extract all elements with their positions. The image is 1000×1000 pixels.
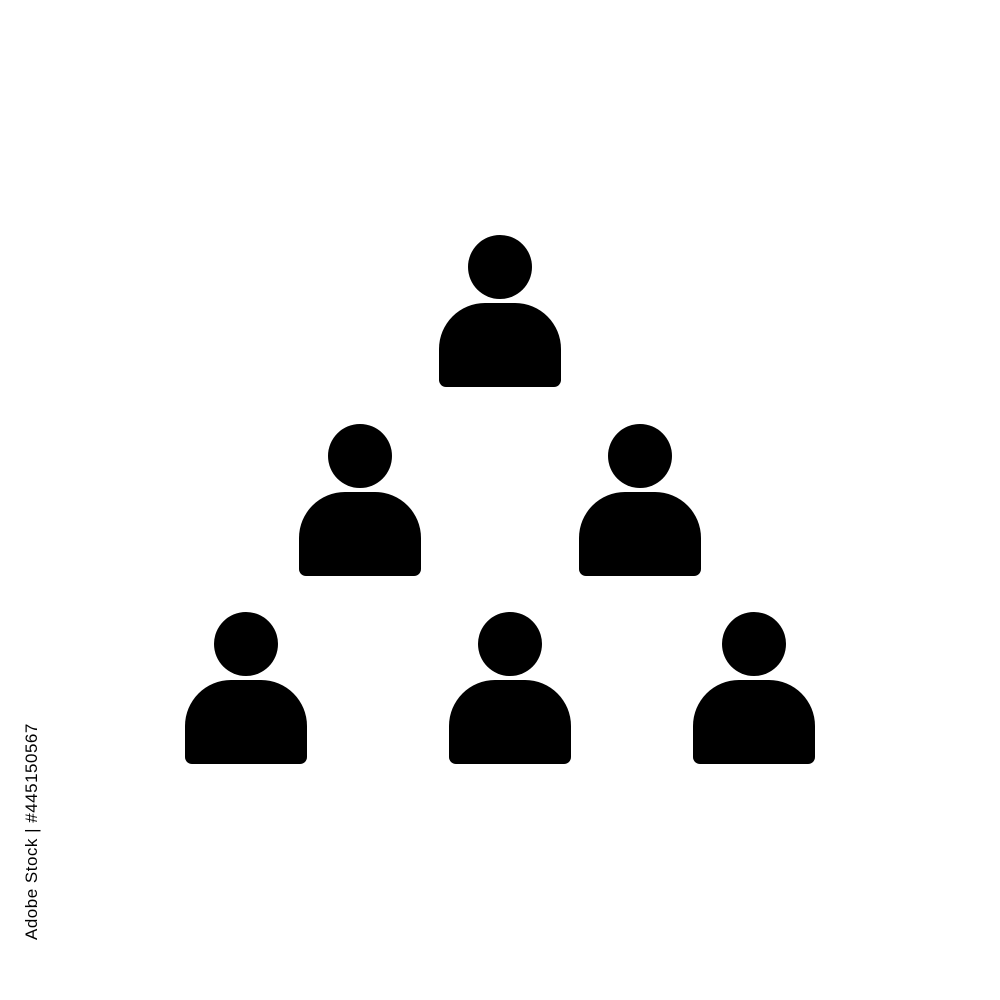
person-head xyxy=(478,612,542,676)
stock-id-text: Adobe Stock | #445150567 xyxy=(22,723,41,940)
person-head xyxy=(608,424,672,488)
person-head xyxy=(328,424,392,488)
person-body xyxy=(449,680,571,764)
person-head xyxy=(722,612,786,676)
person-head xyxy=(214,612,278,676)
person-head xyxy=(468,235,532,299)
person-body xyxy=(185,680,307,764)
person-icon xyxy=(299,424,421,576)
person-body xyxy=(579,492,701,576)
person-icon xyxy=(439,235,561,387)
person-body xyxy=(693,680,815,764)
person-body xyxy=(439,303,561,387)
person-body xyxy=(299,492,421,576)
person-icon xyxy=(693,612,815,764)
person-icon xyxy=(579,424,701,576)
person-icon xyxy=(449,612,571,764)
person-icon xyxy=(185,612,307,764)
